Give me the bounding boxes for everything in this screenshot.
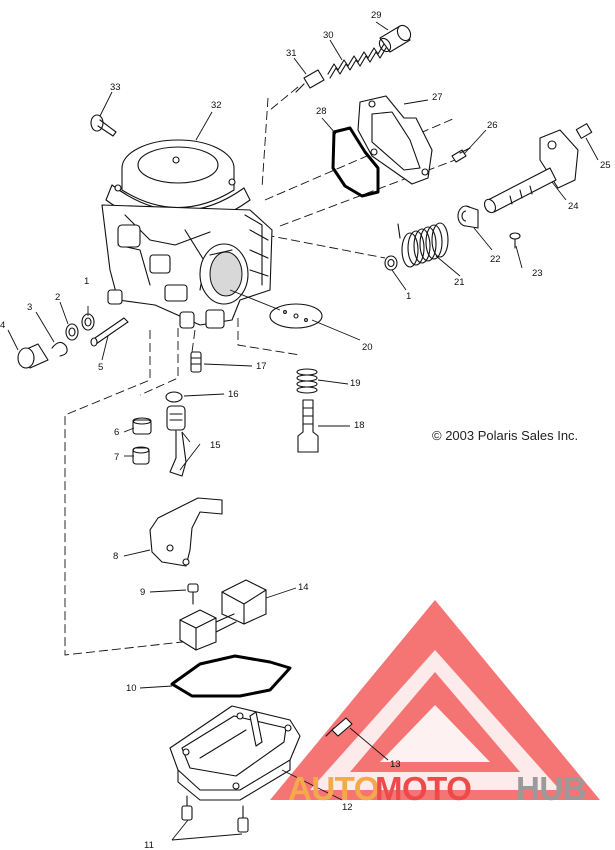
callout-1-right: 1 [406, 291, 411, 302]
callout-28: 28 [316, 106, 327, 117]
callout-17: 17 [256, 361, 267, 372]
part-1-washer-right [384, 255, 398, 271]
part-28-gasket [331, 126, 380, 198]
callout-25: 25 [600, 160, 611, 171]
part-1-washer-left [81, 313, 95, 331]
watermark-auto: AUTO [288, 770, 379, 807]
watermark-text: AUTO MOTO HUB [288, 770, 587, 807]
part-9-screw [187, 583, 199, 605]
part-2-washer [65, 323, 79, 341]
part-13-screw [325, 717, 353, 737]
callout-29: 29 [371, 10, 382, 21]
callout-19: 19 [350, 378, 361, 389]
callout-6-left: 6 [114, 427, 119, 438]
part-11-screws [181, 795, 249, 833]
callout-18: 18 [354, 420, 365, 431]
callout-20: 20 [362, 342, 373, 353]
callout-2: 2 [55, 292, 60, 303]
watermark-hub: HUB [516, 770, 586, 807]
callout-9: 9 [140, 587, 145, 598]
part-18-screw [297, 399, 319, 453]
copyright-notice: © 2003 Polaris Sales Inc. [432, 428, 579, 443]
part-10-gasket [170, 654, 292, 698]
part-29-fitting [378, 24, 412, 53]
callout-16: 16 [228, 389, 239, 400]
part-16-o-ring [165, 391, 183, 403]
part-22-bushing [457, 205, 479, 229]
callout-31: 31 [286, 48, 297, 59]
callout-7: 7 [114, 452, 119, 463]
part-25-screw [575, 123, 593, 139]
callout-10: 10 [126, 683, 137, 694]
callout-23: 23 [532, 268, 543, 279]
part-5-pin [90, 317, 129, 347]
callout-33: 33 [110, 82, 121, 93]
part-3-clip [51, 341, 68, 357]
part-19-spring [296, 368, 318, 394]
callout-21: 21 [454, 277, 465, 288]
part-27-cover [357, 95, 433, 185]
part-20-plate [269, 303, 323, 329]
callout-15: 15 [210, 440, 221, 451]
callout-24: 24 [568, 201, 579, 212]
callout-labels: 29 30 31 33 32 28 27 26 25 24 23 22 21 1… [0, 10, 611, 850]
part-14-float [179, 579, 267, 651]
callout-11: 11 [144, 840, 154, 850]
part-30-spring [327, 43, 387, 79]
watermark-moto: MOTO [375, 770, 471, 807]
part-4-cap [17, 343, 49, 369]
callout-5: 5 [98, 362, 103, 373]
callout-1-left: 1 [84, 276, 89, 287]
callout-22: 22 [490, 254, 501, 265]
callout-27: 27 [432, 92, 443, 103]
callout-14: 14 [298, 582, 309, 593]
callout-30: 30 [323, 30, 334, 41]
callout-32: 32 [211, 100, 222, 111]
callout-26: 26 [487, 120, 498, 131]
watermark-logo [270, 600, 600, 800]
callout-4: 4 [0, 320, 5, 331]
part-23-screw [509, 232, 521, 249]
callout-8: 8 [113, 551, 118, 562]
part-17-jet [190, 351, 202, 373]
part-7-nut [132, 446, 150, 465]
leader-lines [7, 21, 599, 841]
part-15-tube [166, 405, 187, 477]
part-24-shaft [483, 129, 579, 214]
callout-13: 13 [390, 759, 401, 770]
callout-3: 3 [27, 302, 32, 313]
part-31-needle [295, 69, 325, 93]
part-12-float-bowl [169, 705, 301, 801]
part-21-spring [397, 222, 449, 268]
part-6-bushing-left [132, 417, 152, 435]
carburetor-body [101, 139, 273, 329]
callout-12: 12 [342, 802, 353, 813]
part-33-screw [90, 114, 117, 137]
part-8-bracket [149, 497, 223, 567]
